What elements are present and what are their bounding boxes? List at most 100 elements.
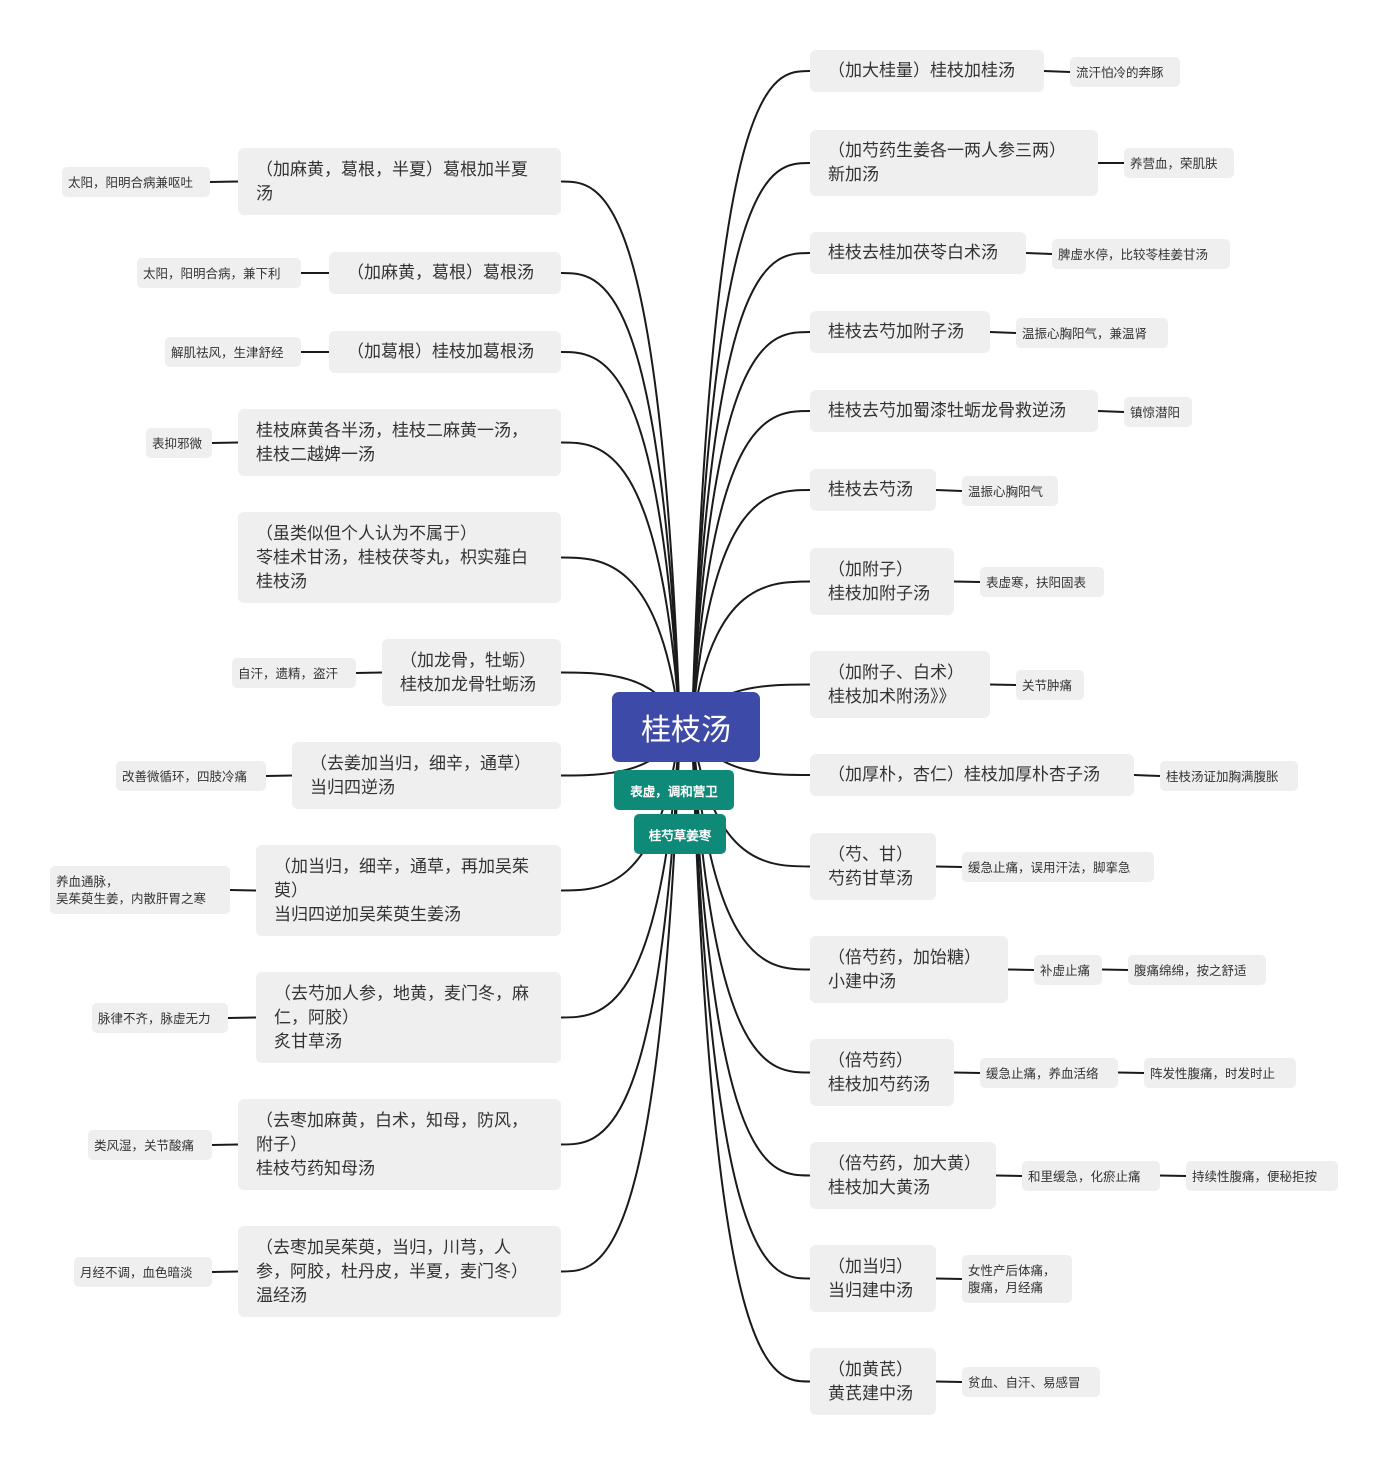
right-branch-12-line: （倍芍药） (828, 1050, 913, 1071)
right-branch-11-note-2[interactable]: 腹痛绵绵，按之舒适 (1128, 955, 1266, 985)
right-branch-11-note-2-line: 腹痛绵绵，按之舒适 (1134, 962, 1247, 978)
right-branch-14[interactable]: （加当归）当归建中汤 (810, 1245, 936, 1312)
left-branch-1-line: 汤 (256, 183, 273, 204)
right-branch-8-line: 桂枝加术附汤》》 (828, 686, 956, 707)
left-branch-6-note-1-line: 自汗，遗精，盗汗 (238, 665, 339, 681)
right-branch-7[interactable]: （加附子）桂枝加附子汤 (810, 548, 954, 615)
left-branch-6-line: （加龙骨，牡蛎） (400, 650, 536, 671)
right-branch-8-note-1-line: 关节肿痛 (1022, 677, 1073, 693)
left-branch-8[interactable]: （加当归，细辛，通草，再加吴茱萸）当归四逆加吴茱萸生姜汤 (256, 845, 561, 936)
left-branch-6[interactable]: （加龙骨，牡蛎）桂枝加龙骨牡蛎汤 (382, 639, 561, 706)
right-branch-5-connector (691, 410, 811, 728)
tag-ingredients-label: 桂芍草姜枣 (648, 827, 712, 843)
left-branch-8-note-1-line: 吴茱萸生姜，内散肝胃之寒 (56, 891, 207, 906)
right-branch-5-note-1-line: 镇惊潜阳 (1130, 404, 1181, 420)
right-branch-9-note-1[interactable]: 桂枝汤证加胸满腹胀 (1160, 761, 1298, 791)
right-branch-6-connector (691, 489, 811, 728)
right-branch-13-line: （倍芍药，加大黄） (828, 1153, 981, 1174)
right-branch-13-note-1[interactable]: 和里缓急，化瘀止痛 (1022, 1161, 1160, 1191)
right-branch-2-note-1[interactable]: 养营血，荣肌肤 (1124, 148, 1234, 178)
right-branch-3[interactable]: 桂枝去桂加茯苓白术汤 (810, 232, 1026, 274)
right-branch-12-note-1-line: 缓急止痛，养血活络 (986, 1065, 1099, 1081)
left-branch-8-note-1-connector (229, 889, 257, 892)
left-branch-5[interactable]: （虽类似但个人认为不属于）苓桂术甘汤，桂枝茯苓丸，枳实薤白桂枝汤 (238, 512, 561, 603)
right-branch-9[interactable]: （加厚朴，杏仁）桂枝加厚朴杏子汤 (810, 754, 1134, 796)
right-branch-4[interactable]: 桂枝去芍加附子汤 (810, 311, 990, 353)
left-branch-4-note-1-line: 表抑邪微 (152, 435, 203, 451)
right-branch-2-line: （加芍药生姜各一两人参三两） (828, 141, 1066, 161)
right-branch-3-note-1[interactable]: 脾虚水停，比较苓桂姜甘汤 (1052, 239, 1230, 269)
right-branch-13-note-2[interactable]: 持续性腹痛，便秘拒按 (1186, 1161, 1338, 1191)
right-branch-15[interactable]: （加黄芪） 黄芪建中汤 (810, 1348, 936, 1415)
left-branch-10[interactable]: （去枣加麻黄，白术，知母，防风，附子）桂枝芍药知母汤 (238, 1099, 561, 1190)
left-branch-2[interactable]: （加麻黄，葛根）葛根汤 (329, 252, 561, 294)
left-branch-2-note-1[interactable]: 太阳，阳明合病，兼下利 (137, 258, 301, 288)
left-branch-1[interactable]: （加麻黄，葛根，半夏）葛根加半夏汤 (238, 148, 561, 215)
right-branch-15-line: 黄芪建中汤 (828, 1383, 913, 1404)
right-branch-8-note-1[interactable]: 关节肿痛 (1016, 670, 1084, 700)
left-branch-4[interactable]: 桂枝麻黄各半汤，桂枝二麻黄一汤，桂枝二越婢一汤 (238, 409, 561, 476)
left-branch-8-note-1-line: 养血通脉， (56, 874, 119, 889)
right-branch-15-note-1-connector (935, 1380, 963, 1383)
left-branch-11[interactable]: （去枣加吴茱萸，当归，川芎，人参，阿胶，杜丹皮，半夏，麦门冬）温经汤 (238, 1226, 561, 1317)
left-branch-8-note-1[interactable]: 养血通脉， 吴茱萸生姜，内散肝胃之寒 (50, 866, 230, 914)
left-branch-1-note-1[interactable]: 太阳，阳明合病兼呕吐 (62, 167, 210, 197)
left-branch-10-line: 附子） (256, 1134, 307, 1155)
right-branch-6-note-1[interactable]: 温振心胸阳气 (962, 476, 1058, 506)
right-branch-11-line: 小建中汤 (828, 971, 896, 992)
left-branch-9-note-1[interactable]: 脉律不齐，脉虚无力 (92, 1003, 228, 1033)
left-branch-4-note-1-connector (211, 441, 239, 444)
left-branch-7-note-1[interactable]: 改善微循环，四肢冷痛 (116, 761, 266, 791)
right-branch-4-line: 桂枝去芍加附子汤 (828, 322, 964, 342)
right-branch-1-note-1-line: 流汗怕冷的奔豚 (1076, 64, 1164, 80)
right-branch-11[interactable]: （倍芍药，加饴糖）小建中汤 (810, 936, 1008, 1003)
left-branch-10-connector (560, 726, 681, 1146)
left-branch-4-note-1[interactable]: 表抑邪微 (146, 428, 212, 458)
tag-ingredients[interactable]: 桂芍草姜枣 (634, 814, 726, 854)
left-branch-11-line: 参，阿胶，杜丹皮，半夏，麦门冬） (256, 1261, 528, 1282)
right-branch-4-note-1[interactable]: 温振心胸阳气，兼温肾 (1016, 318, 1168, 348)
right-branch-12[interactable]: （倍芍药）桂枝加芍药汤 (810, 1039, 954, 1106)
left-branch-7[interactable]: （去姜加当归，细辛，通草）当归四逆汤 (292, 742, 561, 809)
right-branch-7-note-1[interactable]: 表虚寒，扶阳固表 (980, 567, 1104, 597)
left-branch-3[interactable]: （加葛根）桂枝加葛根汤 (329, 331, 561, 373)
right-branch-10-note-1[interactable]: 缓急止痛，误用汗法，脚挛急 (962, 852, 1154, 882)
right-branch-1[interactable]: （加大桂量）桂枝加桂汤 (810, 50, 1044, 92)
right-branch-2[interactable]: （加芍药生姜各一两人参三两）新加汤 (810, 130, 1098, 196)
right-branch-3-line: 桂枝去桂加茯苓白术汤 (828, 243, 998, 263)
left-branch-9-line: 仁，阿胶） (274, 1007, 359, 1028)
right-branch-6-note-1-connector (935, 489, 963, 492)
right-branch-8[interactable]: （加附子、白术）桂枝加术附汤》》 (810, 651, 990, 718)
right-branch-6-note-1-line: 温振心胸阳气 (968, 483, 1044, 499)
right-branch-9-line: （加厚朴，杏仁）桂枝加厚朴杏子汤 (828, 765, 1100, 785)
tag-biaoxu[interactable]: 表虚，调和营卫 (614, 770, 734, 810)
right-branch-10[interactable]: （芍、甘）芍药甘草汤 (810, 833, 936, 900)
left-branch-3-line: （加葛根）桂枝加葛根汤 (347, 342, 534, 362)
right-branch-13[interactable]: （倍芍药，加大黄）桂枝加大黄汤 (810, 1142, 996, 1209)
right-branch-15-connector (691, 726, 811, 1383)
right-branch-14-note-1[interactable]: 女性产后体痛，腹痛，月经痛 (962, 1255, 1072, 1303)
right-branch-5-note-1[interactable]: 镇惊潜阳 (1124, 397, 1192, 427)
right-branch-6[interactable]: 桂枝去芍汤 (810, 469, 936, 511)
right-branch-6-line: 桂枝去芍汤 (828, 480, 913, 500)
left-branch-11-note-1[interactable]: 月经不调，血色暗淡 (74, 1257, 212, 1287)
right-branch-1-note-1[interactable]: 流汗怕冷的奔豚 (1070, 57, 1180, 87)
right-branch-15-note-1[interactable]: 贫血、自汗、易感冒 (962, 1367, 1100, 1397)
right-branch-4-connector (691, 331, 811, 728)
right-branch-5[interactable]: 桂枝去芍加蜀漆牡蛎龙骨救逆汤 (810, 390, 1098, 432)
left-branch-6-note-1[interactable]: 自汗，遗精，盗汗 (232, 658, 356, 688)
right-branch-10-note-1-line: 缓急止痛，误用汗法，脚挛急 (968, 859, 1131, 875)
right-branch-14-note-1-connector (935, 1277, 963, 1280)
right-branch-12-note-2[interactable]: 阵发性腹痛，时发时止 (1144, 1058, 1296, 1088)
right-branch-1-line: （加大桂量）桂枝加桂汤 (828, 61, 1015, 81)
left-branch-5-connector (560, 556, 681, 728)
right-branch-15-line: （加黄芪） (828, 1359, 913, 1380)
central-topic[interactable]: 桂枝汤 (612, 692, 760, 762)
left-branch-7-note-1-line: 改善微循环，四肢冷痛 (122, 768, 248, 784)
left-branch-10-note-1[interactable]: 类风湿，关节酸痛 (88, 1130, 212, 1160)
left-branch-3-note-1[interactable]: 解肌祛风，生津舒经 (165, 337, 301, 367)
right-branch-11-note-1[interactable]: 补虚止痛 (1034, 955, 1102, 985)
left-branch-5-line: （虽类似但个人认为不属于） (256, 523, 477, 544)
right-branch-12-note-1[interactable]: 缓急止痛，养血活络 (980, 1058, 1118, 1088)
left-branch-9[interactable]: （去芍加人参，地黄，麦门冬，麻仁，阿胶）炙甘草汤 (256, 972, 561, 1063)
